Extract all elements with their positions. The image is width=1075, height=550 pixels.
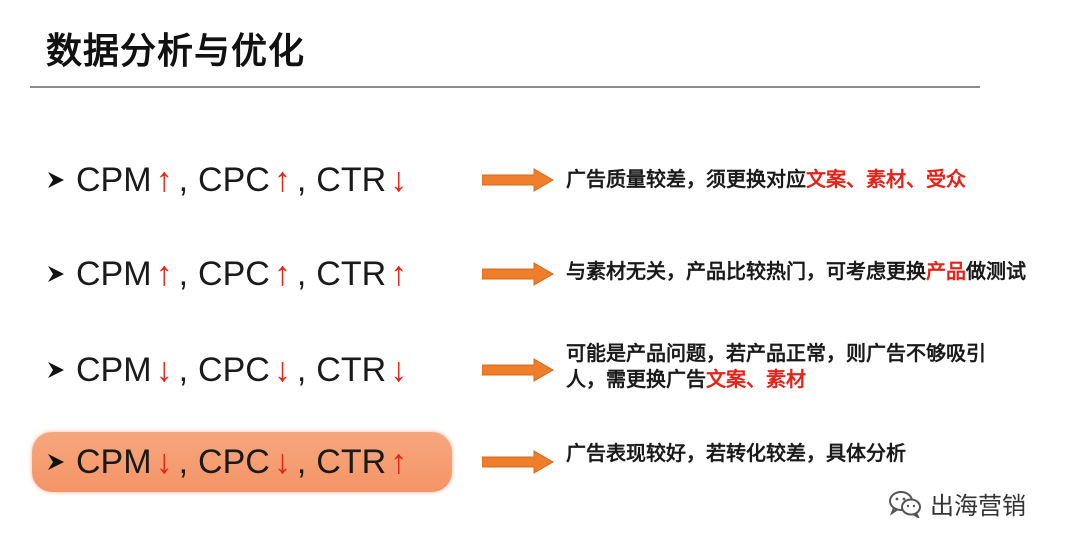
conclusion-line-2: 人，需更换广告文案、素材: [566, 366, 1046, 392]
analysis-row-3: CPM ↓ , CPC ↓ , CTR ↓ 可能是产品问题，若产品正常，则广告不…: [0, 340, 1075, 400]
metric-cpm: CPM: [76, 350, 152, 389]
watermark: 出海营销: [888, 486, 1026, 521]
trend-arrow: ↑: [273, 254, 291, 293]
separator: ,: [178, 160, 189, 199]
metric-cpc: CPC: [198, 350, 270, 389]
bullet-arrow-icon: [36, 360, 76, 380]
metric-cpm: CPM: [76, 442, 152, 481]
trend-arrow: ↑: [155, 254, 173, 293]
metric-ctr: CTR: [316, 442, 387, 481]
watermark-text: 出海营销: [930, 492, 1026, 520]
bullet-arrow-icon: [36, 170, 76, 190]
trend-arrow: ↑: [273, 160, 291, 199]
metric-cpc: CPC: [198, 160, 270, 199]
wechat-icon: [889, 490, 921, 518]
analysis-row-2: CPM ↑ , CPC ↑ , CTR ↑ 与素材无关，产品比较热门，可考虑更换…: [0, 244, 1075, 304]
trend-arrow: ↓: [155, 350, 173, 389]
separator: ,: [296, 442, 307, 481]
separator: ,: [296, 350, 307, 389]
trend-arrow: ↑: [155, 160, 173, 199]
page-title: 数据分析与优化: [46, 31, 306, 72]
trend-arrow: ↑: [390, 442, 408, 481]
metric-cpc: CPC: [198, 254, 270, 293]
pointer-arrow-icon: [482, 358, 554, 382]
metric-ctr: CTR: [316, 350, 387, 389]
conclusion-part: 广告质量较差，须更换对应: [566, 167, 806, 191]
trend-arrow: ↓: [390, 350, 408, 389]
trend-arrow: ↓: [155, 442, 173, 481]
pointer-arrow-icon: [482, 450, 554, 474]
separator: ,: [178, 254, 189, 293]
metric-formula: CPM ↑ , CPC ↑ , CTR ↓: [32, 150, 452, 210]
separator: ,: [178, 442, 189, 481]
conclusion-text: 广告质量较差，须更换对应文案、素材、受众: [566, 166, 1046, 192]
trend-arrow: ↓: [390, 160, 408, 199]
pointer-arrow-icon: [482, 168, 554, 192]
metric-formula: CPM ↑ , CPC ↑ , CTR ↑: [32, 244, 452, 304]
metric-ctr: CTR: [316, 160, 387, 199]
bullet-arrow-icon: [36, 264, 76, 284]
metric-ctr: CTR: [316, 254, 387, 293]
conclusion-part: 人，需更换广告: [566, 367, 706, 391]
metric-cpm: CPM: [76, 160, 152, 199]
trend-arrow: ↑: [390, 254, 408, 293]
separator: ,: [178, 350, 189, 389]
conclusion-part: 与素材无关，产品比较热门，可考虑更换: [566, 259, 926, 283]
metric-formula-highlighted: CPM ↓ , CPC ↓ , CTR ↑: [32, 432, 452, 492]
conclusion-text: 广告表现较好，若转化较差，具体分析: [566, 440, 1046, 466]
metric-formula: CPM ↓ , CPC ↓ , CTR ↓: [32, 340, 452, 400]
conclusion-highlight: 文案、素材: [706, 367, 806, 391]
metric-cpm: CPM: [76, 254, 152, 293]
conclusion-part: 做测试: [966, 259, 1026, 283]
conclusion-highlight: 文案、素材、受众: [806, 167, 966, 191]
analysis-row-4: CPM ↓ , CPC ↓ , CTR ↑ 广告表现较好，若转化较差，具体分析: [0, 432, 1075, 492]
conclusion-text: 与素材无关，产品比较热门，可考虑更换产品做测试: [566, 258, 1046, 284]
conclusion-highlight: 产品: [926, 259, 966, 283]
conclusion-line-1: 可能是产品问题，若产品正常，则广告不够吸引: [566, 341, 986, 365]
bullet-arrow-icon: [36, 452, 76, 472]
metric-cpc: CPC: [198, 442, 270, 481]
separator: ,: [296, 160, 307, 199]
title-divider: [30, 86, 980, 88]
conclusion-part: 广告表现较好，若转化较差，具体分析: [566, 441, 906, 465]
trend-arrow: ↓: [273, 350, 291, 389]
pointer-arrow-icon: [482, 262, 554, 286]
separator: ,: [296, 254, 307, 293]
trend-arrow: ↓: [273, 442, 291, 481]
analysis-row-1: CPM ↑ , CPC ↑ , CTR ↓ 广告质量较差，须更换对应文案、素材、…: [0, 150, 1075, 210]
conclusion-text: 可能是产品问题，若产品正常，则广告不够吸引 人，需更换广告文案、素材: [566, 340, 1046, 392]
